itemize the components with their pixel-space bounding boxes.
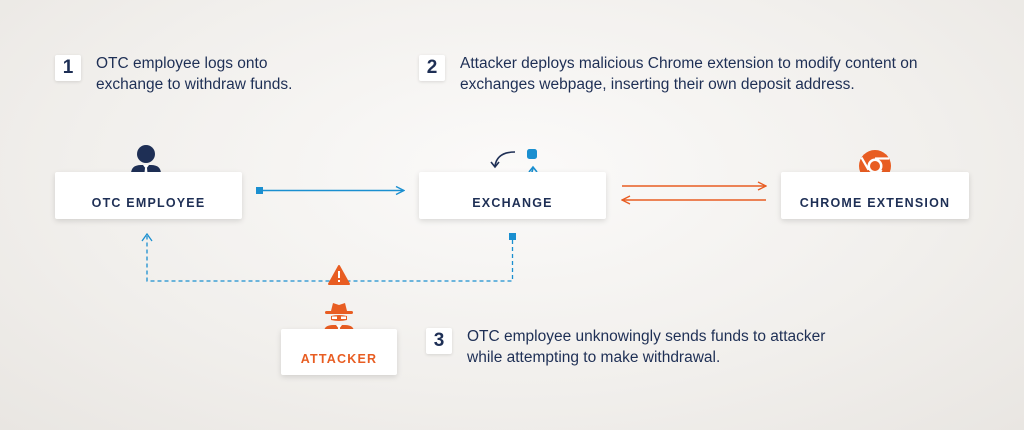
step-2-number: 2: [419, 55, 445, 81]
step-3-line-1: OTC employee unknowingly sends funds to …: [467, 328, 826, 345]
attacker-node: ATTACKER: [281, 329, 397, 375]
chrome-extension-node: CHROME EXTENSION: [781, 172, 969, 219]
step-2-line-1: Attacker deploys malicious Chrome extens…: [460, 55, 918, 72]
warning-icon: [328, 265, 350, 285]
step-1-number: 1: [55, 55, 81, 81]
arrow-employee-to-exchange: [256, 187, 404, 194]
otc-employee-node: OTC EMPLOYEE: [55, 172, 242, 219]
step-3-text: OTC employee unknowingly sends funds to …: [467, 326, 825, 368]
step-1-line-2: exchange to withdraw funds.: [96, 76, 293, 93]
exchange-node: EXCHANGE: [419, 172, 606, 219]
step-1-line-1: OTC employee logs onto: [96, 55, 268, 72]
step-3-line-2: while attempting to make withdrawal.: [467, 349, 721, 366]
step-3-number: 3: [426, 328, 452, 354]
step-2-text: Attacker deploys malicious Chrome extens…: [460, 53, 917, 95]
step-1-text: OTC employee logs onto exchange to withd…: [96, 53, 292, 95]
dashed-path-exchange-to-employee: [141, 232, 516, 282]
step-2-line-2: exchanges webpage, inserting their own d…: [460, 76, 855, 93]
